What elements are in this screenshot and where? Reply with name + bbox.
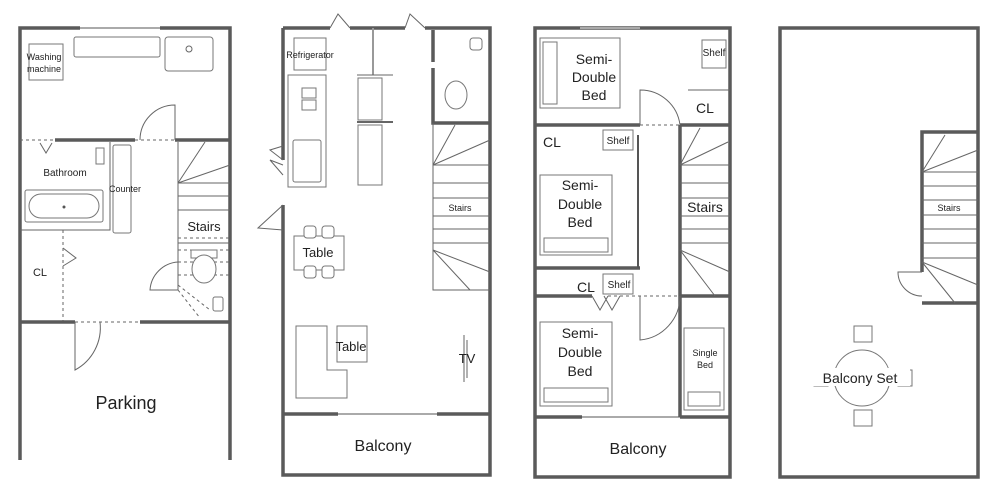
sofa-icon [295, 325, 348, 399]
shelf-label: Shelf [608, 280, 631, 291]
floor-plan-2: Refrigerator Stairs Table Table TV Balco… [256, 13, 492, 477]
floor-plan-3: Semi- Double Bed CL CL Semi- Double Bed … [533, 26, 732, 479]
bathroom-label: Bathroom [43, 168, 86, 179]
single-bed-label: Single [692, 348, 717, 358]
closet-label: CL [543, 134, 561, 150]
closet-label: CL [696, 100, 714, 116]
stairs-label: Stairs [687, 199, 723, 215]
shelf-label: Shelf [703, 48, 726, 59]
dining-table-label: Table [302, 245, 333, 260]
bed-label: Double [558, 344, 603, 360]
shelf-label: Shelf [607, 136, 630, 147]
single-bed-label: Bed [697, 360, 713, 370]
closet-label: CL [33, 267, 47, 279]
toilet-icon [444, 80, 468, 110]
toilet-icon [191, 254, 217, 284]
washing-machine-label: Washing [27, 52, 62, 62]
tv-label: TV [459, 351, 476, 366]
balcony-label: Balcony [610, 441, 667, 458]
shelf-1 [701, 39, 727, 69]
kitchen-sink-icon [292, 139, 322, 183]
balcony-label: Balcony [355, 438, 412, 455]
bed-label: Bed [568, 363, 593, 379]
bed-label: Bed [568, 214, 593, 230]
parking-label: Parking [95, 393, 156, 413]
bed-label: Semi- [562, 325, 599, 341]
stairs-label: Stairs [937, 203, 961, 213]
stairs-label: Stairs [187, 219, 221, 234]
coffee-table [336, 325, 368, 363]
bed-label: Double [572, 69, 617, 85]
shelf-3 [602, 273, 634, 295]
bed-label: Semi- [576, 51, 613, 67]
coffee-table-label: Table [335, 339, 366, 354]
stairs-label: Stairs [448, 203, 472, 213]
refrigerator-label: Refrigerator [286, 50, 334, 60]
washing-machine-icon [28, 43, 64, 81]
bed-label: Semi- [562, 177, 599, 193]
washing-machine-label: machine [27, 64, 61, 74]
floor-plan-1: Washing machine Bathroom Counter Stairs … [18, 26, 232, 460]
floor-plan-4: Stairs Balcony Set [778, 26, 980, 479]
bed-label: Bed [582, 87, 607, 103]
counter-label: Counter [109, 184, 141, 194]
closet-label: CL [577, 279, 595, 295]
balcony-set-label: Balcony Set [823, 370, 898, 386]
shelf-2 [602, 129, 634, 151]
refrigerator-icon [293, 37, 327, 71]
dining-table [293, 235, 345, 271]
bed-label: Double [558, 196, 603, 212]
sink-icon [164, 36, 214, 72]
